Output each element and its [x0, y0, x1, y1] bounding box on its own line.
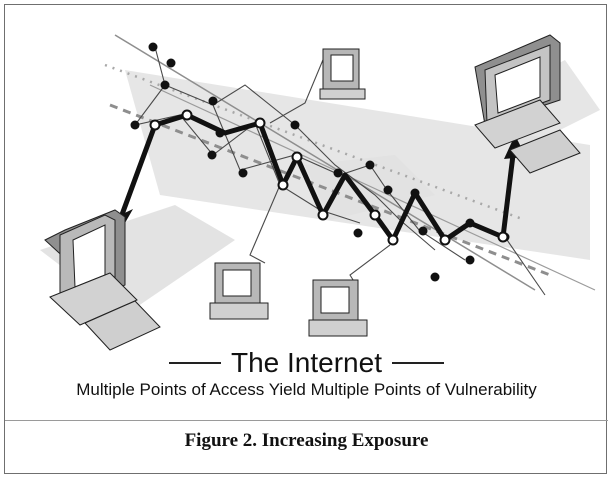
network-node-icon — [130, 42, 510, 282]
internet-band — [104, 34, 596, 291]
computer-right — [474, 34, 581, 174]
computer-bottom-middle — [308, 279, 368, 337]
internet-diagram — [40, 34, 600, 351]
figure-caption: Figure 2. Increasing Exposure — [184, 430, 429, 451]
diagram-subtitle: Multiple Points of Access Yield Multiple… — [76, 380, 537, 399]
diagram-title-row: The Internet — [5, 343, 608, 383]
diagram-title: The Internet — [231, 347, 382, 378]
computer-icon — [44, 34, 581, 351]
title-rule-right — [391, 362, 444, 364]
figure-frame: The Internet Multiple Points of Access Y… — [4, 4, 608, 474]
computer-top — [319, 48, 366, 100]
caption-divider — [5, 420, 608, 421]
computer-bottom-left — [209, 262, 269, 320]
route-node-icon — [149, 109, 509, 246]
computer-left — [44, 209, 161, 351]
title-rule-left — [169, 362, 221, 364]
data-route — [117, 112, 516, 243]
